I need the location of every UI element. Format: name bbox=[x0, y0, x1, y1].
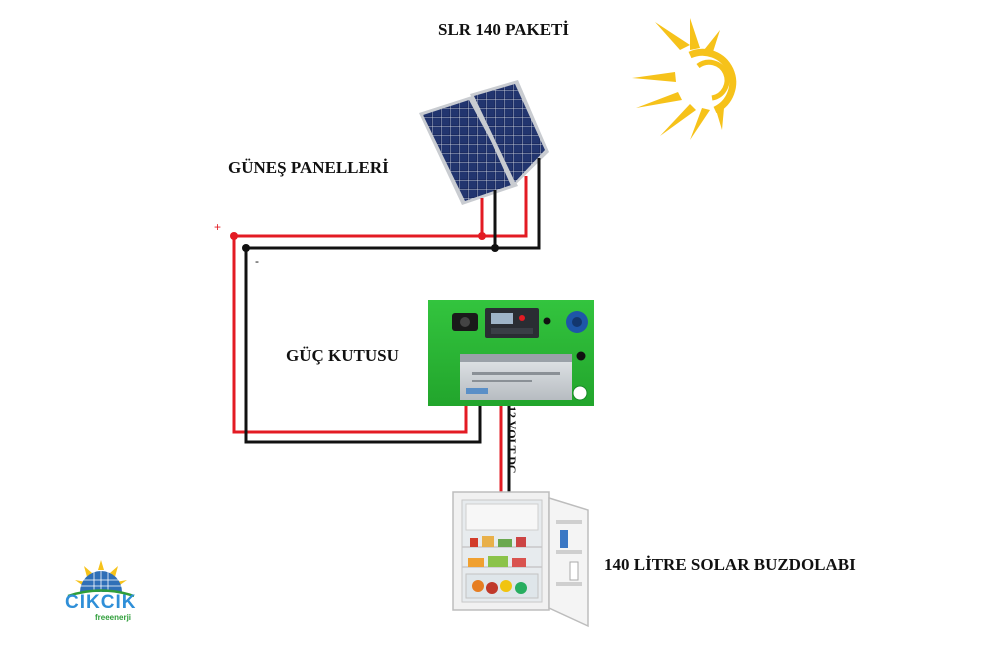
usb-port-icon bbox=[543, 317, 551, 325]
positive-sign: + bbox=[214, 220, 222, 234]
sun-icon bbox=[632, 18, 737, 140]
solar-panels-label: GÜNEŞ PANELLERİ bbox=[228, 158, 389, 177]
logo-tagline: freeenerji bbox=[95, 613, 132, 622]
charge-controller-icon bbox=[485, 308, 539, 338]
voltage-label: 12 VOLT DC bbox=[505, 406, 519, 474]
negative-junction-panel bbox=[491, 244, 499, 252]
refrigerator-label: 140 LİTRE SOLAR BUZDOLABI bbox=[604, 555, 856, 574]
solar-panel-icon bbox=[419, 80, 549, 205]
power-switch-icon bbox=[576, 351, 586, 361]
battery-icon bbox=[460, 354, 572, 400]
negative-sign: - bbox=[255, 254, 259, 268]
negative-wire bbox=[244, 158, 541, 492]
positive-junction-left bbox=[230, 232, 238, 240]
negative-junction-left bbox=[242, 244, 250, 252]
solar-panel-right bbox=[470, 80, 549, 188]
positive-wire bbox=[232, 176, 528, 492]
refrigerator-icon bbox=[452, 491, 589, 628]
logo-icon bbox=[67, 560, 135, 598]
logo-name: CIKCIK bbox=[65, 592, 137, 613]
power-box-icon bbox=[428, 300, 594, 406]
refrigerator-door bbox=[548, 496, 589, 628]
solar-panel-left bbox=[419, 96, 518, 205]
power-box-label: GÜÇ KUTUSU bbox=[286, 346, 399, 365]
positive-junction-panel bbox=[478, 232, 486, 240]
box-emblem-icon bbox=[572, 385, 588, 401]
diagram-title: SLR 140 PAKETİ bbox=[438, 20, 569, 39]
